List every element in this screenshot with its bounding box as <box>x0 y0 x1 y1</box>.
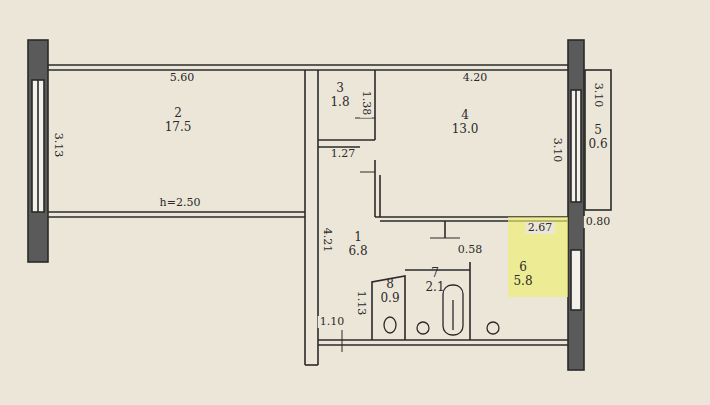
room-label: 31.8 <box>327 80 352 110</box>
room-label: 65.8 <box>510 259 535 289</box>
dimension-label: 4.20 <box>461 72 490 84</box>
room-number: 3 <box>330 81 349 95</box>
watermark <box>508 217 568 297</box>
dimension-label: 3.13 <box>52 131 64 160</box>
dimension-label: 1.27 <box>329 148 358 160</box>
dimension-label: 5.60 <box>168 72 197 84</box>
room-label: 80.9 <box>377 276 402 306</box>
dimension-label: 0.58 <box>456 244 485 256</box>
dimension-label: 3.10 <box>592 81 604 110</box>
room-label: 16.8 <box>345 229 370 259</box>
dimension-label: 4.21 <box>321 226 333 255</box>
room-area: 6.8 <box>348 244 367 258</box>
dimension-label: 1.38 <box>360 89 372 118</box>
dimension-label: 1.13 <box>355 289 367 318</box>
room-area: 2.1 <box>425 280 444 294</box>
room-number: 1 <box>348 230 367 244</box>
room-number: 6 <box>513 260 532 274</box>
room-label: 217.5 <box>162 105 195 135</box>
room-number: 8 <box>380 277 399 291</box>
room-area: 17.5 <box>165 120 192 134</box>
room-area: 13.0 <box>452 122 479 136</box>
walls <box>28 40 611 370</box>
room-number: 5 <box>588 123 607 137</box>
room-label: 413.0 <box>449 107 482 137</box>
room-number: 4 <box>452 108 479 122</box>
room-number: 2 <box>165 106 192 120</box>
room-area: 1.8 <box>330 95 349 109</box>
dimension-label: 1.10 <box>318 316 347 328</box>
dimension-label: 2.67 <box>526 222 555 234</box>
room-label: 72.1 <box>422 265 447 295</box>
room-area: 5.8 <box>513 274 532 288</box>
room-number: 7 <box>425 266 444 280</box>
room-area: 0.6 <box>588 137 607 151</box>
room-area: 0.9 <box>380 291 399 305</box>
dimension-label: 0.80 <box>584 216 613 228</box>
dimension-label: h=2.50 <box>158 197 203 209</box>
dimension-label: 3.10 <box>551 136 563 165</box>
room-label: 50.6 <box>585 122 610 152</box>
